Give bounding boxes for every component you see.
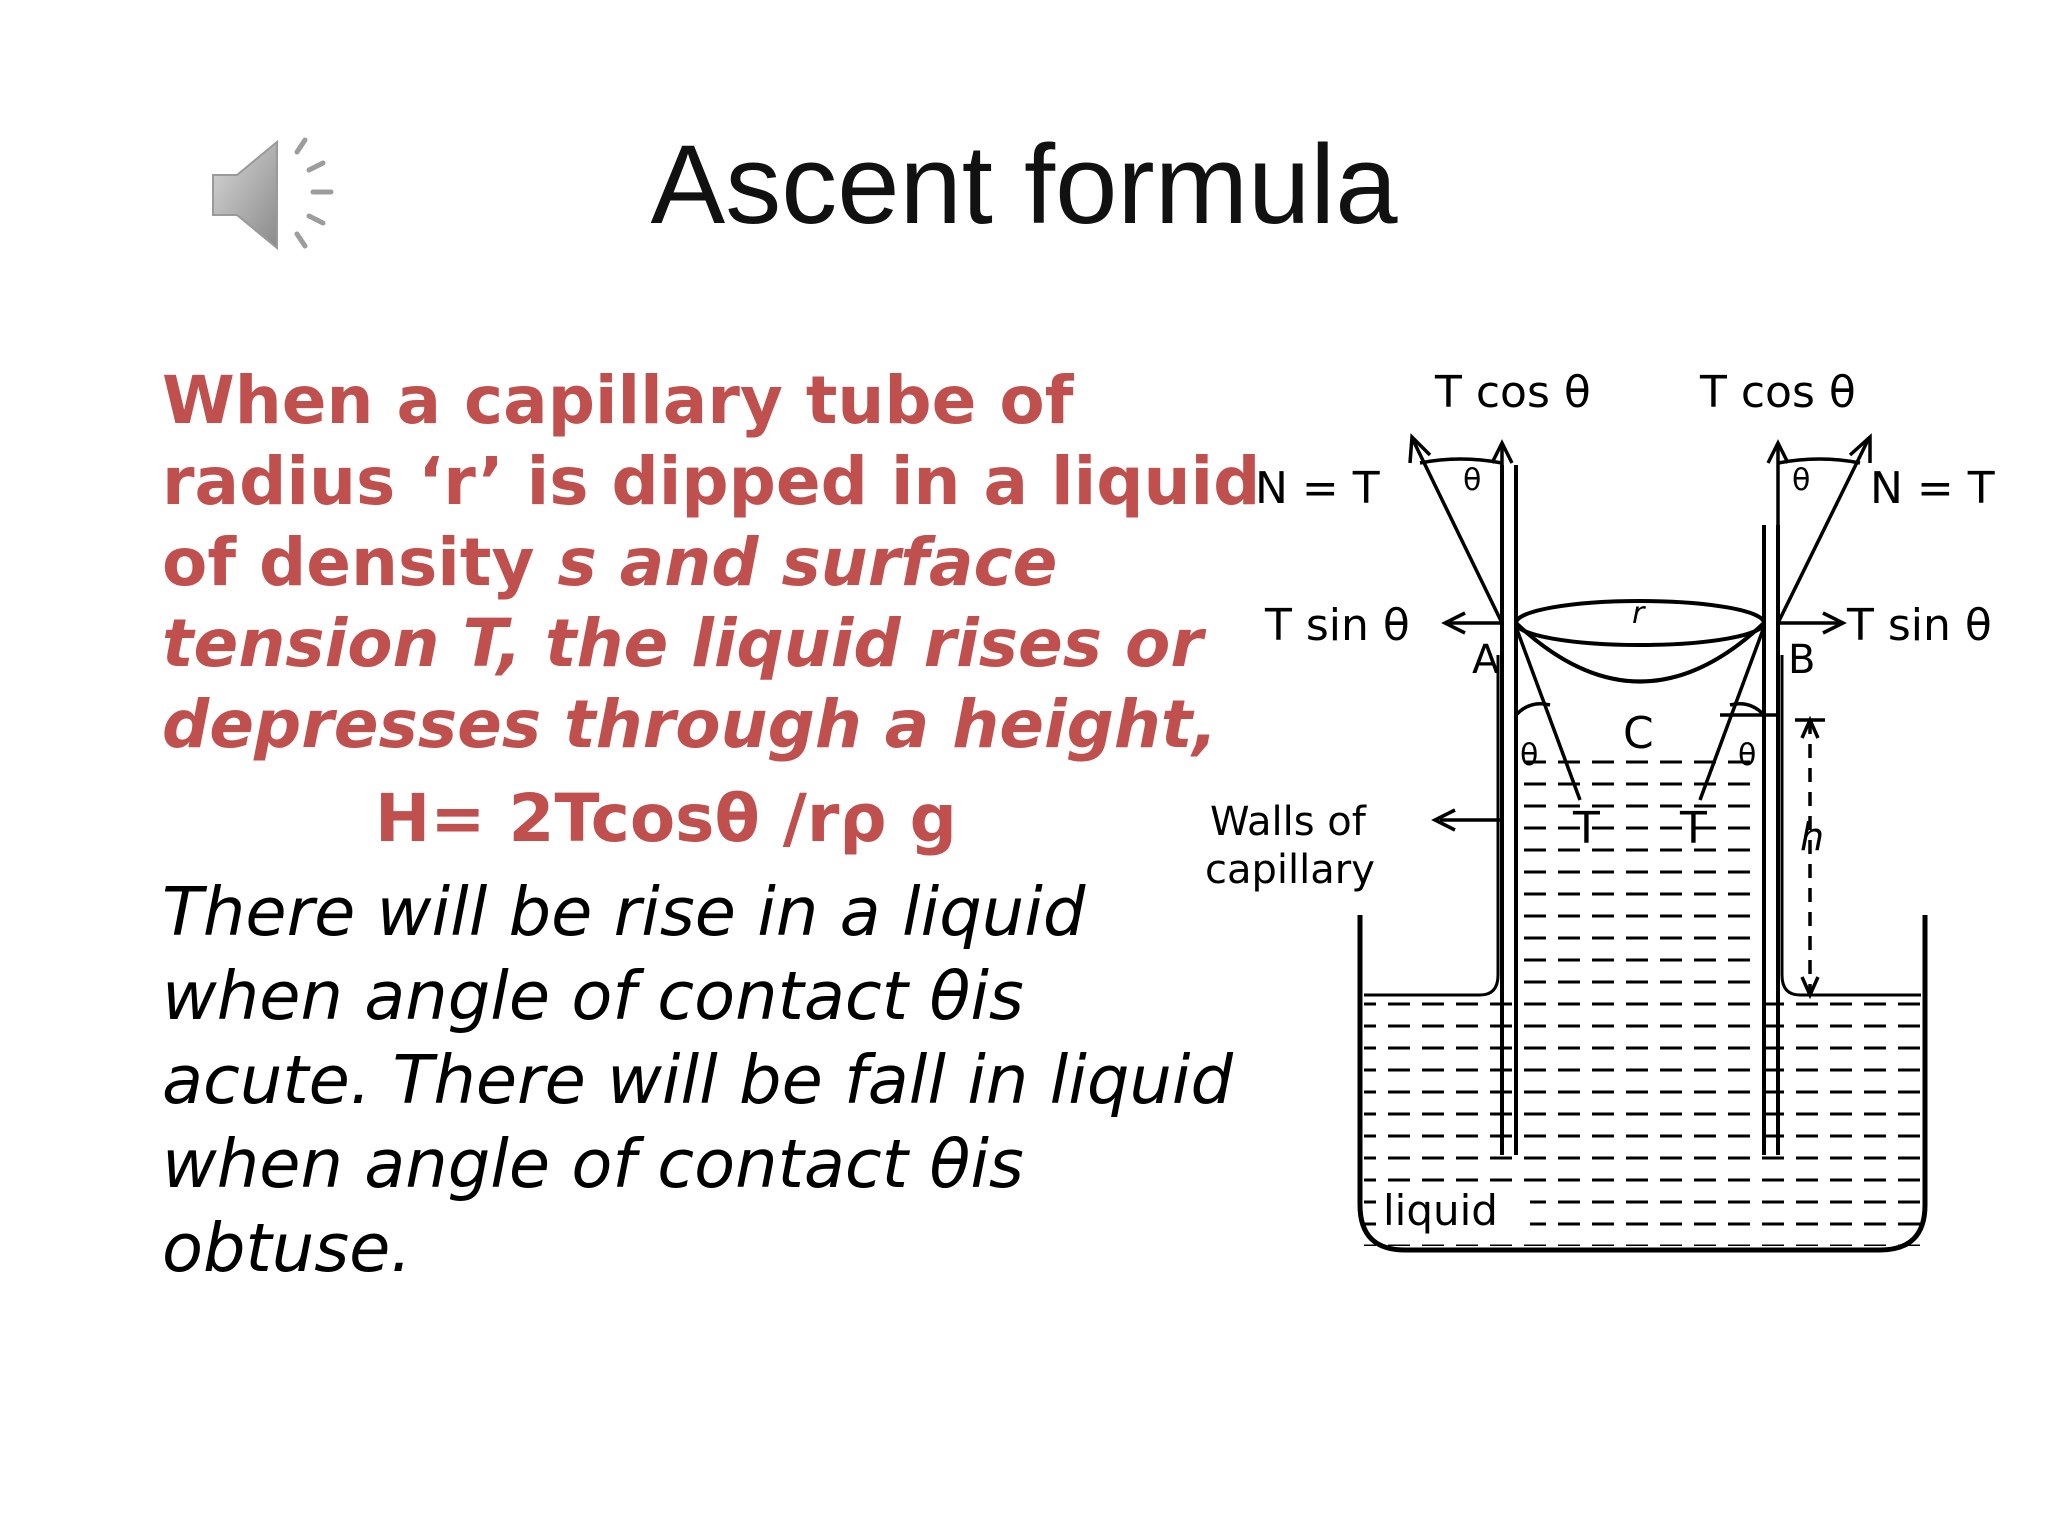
n-eq-t-right-label: N = T	[1870, 463, 1995, 514]
point-a-label: A	[1472, 637, 1500, 683]
t-cos-right-label: T cos θ	[1699, 367, 1856, 418]
meniscus-surface	[1514, 621, 1766, 684]
description-italic-text: s and surface tension T, the liquid rise…	[162, 524, 1218, 763]
theta-low-left-label: θ	[1520, 738, 1538, 773]
speaker-icon[interactable]	[205, 130, 355, 260]
liquid-label: liquid	[1383, 1186, 1498, 1235]
height-label: h	[1800, 815, 1824, 859]
explanation-line: when angle of contact θis	[162, 1125, 1024, 1203]
walls-label-line1: Walls of	[1210, 799, 1367, 845]
theta-top-left-label: θ	[1463, 463, 1481, 498]
point-c-label: C	[1623, 708, 1654, 759]
description-bold-text: When a capillary tube of radius ‘r’ is d…	[162, 362, 1261, 601]
explanation-line: acute. There will be fall in liquid	[162, 1041, 1234, 1119]
explanation-text: There will be rise in a liquid when angl…	[162, 870, 1312, 1290]
vessel	[1357, 915, 1928, 1253]
t-cos-left-label: T cos θ	[1434, 367, 1591, 418]
explanation-line: obtuse.	[162, 1209, 412, 1287]
ascent-formula: H= 2Tcosθ /rρ g	[375, 780, 957, 857]
theta-top-right-label: θ	[1792, 463, 1810, 498]
explanation-line: when angle of contact θis	[162, 957, 1024, 1035]
theta-low-right-label: θ	[1738, 738, 1756, 773]
walls-label-line2: capillary	[1205, 847, 1375, 893]
point-b-label: B	[1788, 637, 1815, 683]
tension-left-label: T	[1572, 803, 1600, 854]
radius-label: r	[1632, 596, 1646, 631]
tension-right-label: T	[1679, 803, 1707, 854]
t-sin-right-label: T sin θ	[1846, 600, 1992, 651]
n-eq-t-left-label: N = T	[1255, 463, 1380, 514]
t-sin-left-label: T sin θ	[1264, 600, 1410, 651]
capillary-diagram: T cos θ T cos θ N = T N = T θ θ T sin θ …	[1205, 367, 1995, 1253]
slide-title: Ascent formula	[650, 122, 1398, 247]
explanation-line: There will be rise in a liquid	[162, 873, 1086, 951]
capillary-description: When a capillary tube of radius ‘r’ is d…	[162, 360, 1282, 765]
tube-liquid	[1522, 750, 1762, 1170]
